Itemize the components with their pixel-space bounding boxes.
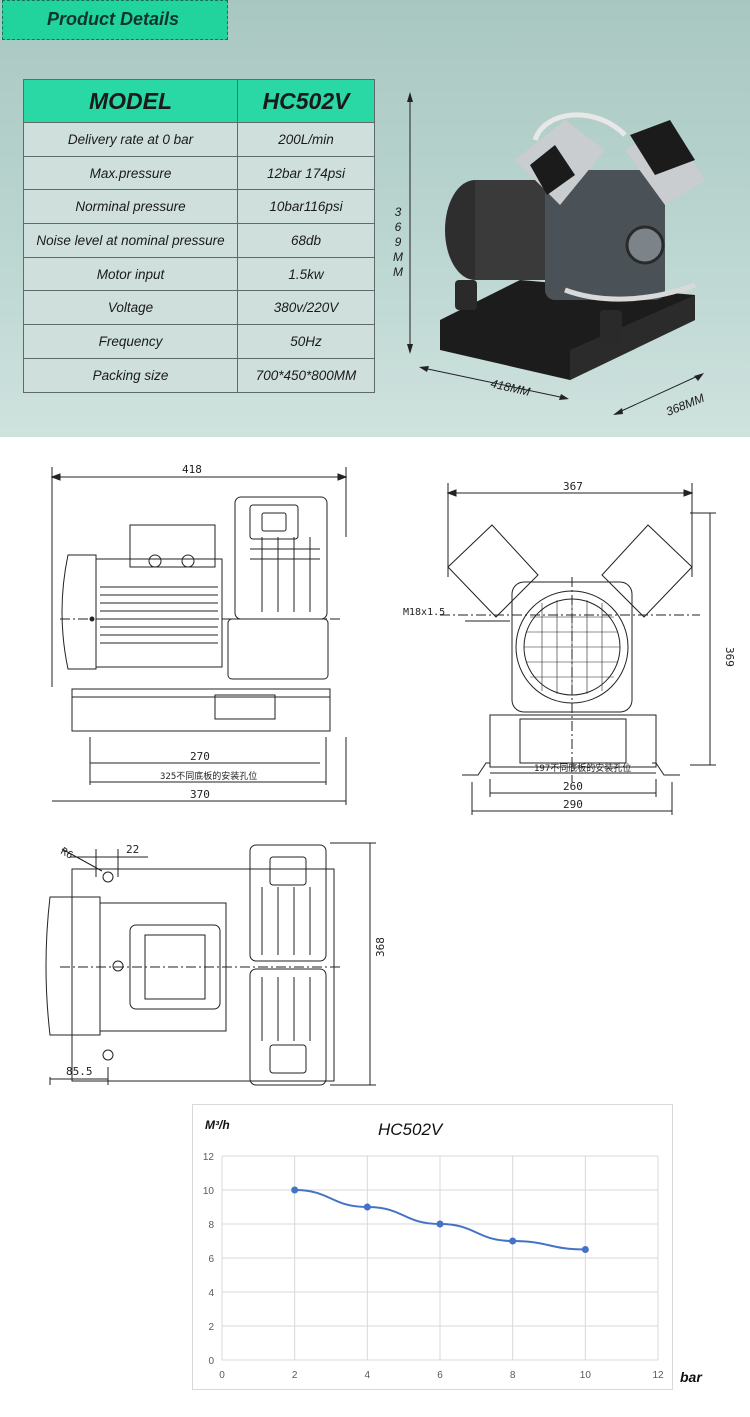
dim-front-w2: 290 <box>563 798 583 811</box>
top-view <box>45 842 376 1086</box>
spec-value: 10bar116psi <box>237 189 375 225</box>
y-tick-label: 10 <box>203 1186 215 1197</box>
spec-value: 12bar 174psi <box>237 155 375 191</box>
front-view <box>440 483 716 815</box>
x-tick-label: 10 <box>580 1370 592 1381</box>
width-label: 368MM <box>664 391 706 419</box>
x-tick-label: 12 <box>652 1370 664 1381</box>
data-point <box>581 1246 589 1253</box>
y-tick-label: 0 <box>208 1356 214 1367</box>
dim-front-w1: 260 <box>563 780 583 793</box>
spec-label: Max.pressure <box>23 155 238 191</box>
model-label: MODEL <box>23 79 238 123</box>
height-char: 6 <box>394 220 402 234</box>
dim-top-height: 368 <box>374 937 387 957</box>
height-char: 3 <box>394 205 402 219</box>
spec-value: 1.5kw <box>237 256 375 292</box>
spec-label: Packing size <box>23 357 238 393</box>
width-dim-line <box>616 374 701 414</box>
data-point <box>291 1186 299 1194</box>
data-point <box>509 1237 517 1245</box>
chart-ylabel: M³/h <box>205 1118 230 1132</box>
spec-value: 380v/220V <box>237 290 375 326</box>
model-value: HC502V <box>237 79 375 123</box>
dim-side-mount: 325不同底板的安装孔位 <box>160 770 257 782</box>
y-tick-label: 12 <box>203 1152 215 1163</box>
x-tick-label: 6 <box>437 1370 443 1381</box>
spec-label: Norminal pressure <box>23 189 238 225</box>
dim-side-inner: 270 <box>190 750 210 763</box>
height-char: M <box>393 265 403 279</box>
height-label: 3 6 9 M M <box>392 205 404 280</box>
spec-row: Norminal pressure 10bar116psi <box>23 189 375 225</box>
dim-front-thread: M18x1.5 <box>403 607 445 618</box>
dim-side-top: 418 <box>182 463 202 476</box>
product-details-header: Product Details <box>2 0 228 40</box>
data-point <box>363 1203 371 1211</box>
x-tick-label: 4 <box>365 1370 371 1381</box>
spec-row: Voltage 380v/220V <box>23 290 375 326</box>
arrow-down-icon <box>407 344 413 354</box>
length-dim-line <box>422 367 566 399</box>
spec-row: Max.pressure 12bar 174psi <box>23 155 375 191</box>
chart-frame <box>192 1104 673 1390</box>
dim-top-85: 85.5 <box>66 1065 93 1078</box>
spec-value: 200L/min <box>237 122 375 157</box>
dim-top-22: 22 <box>126 843 139 856</box>
base-plate <box>440 280 695 380</box>
spec-label: Voltage <box>23 290 238 326</box>
y-tick-label: 4 <box>208 1288 214 1299</box>
dim-front-height: 369 <box>723 647 736 667</box>
y-tick-label: 8 <box>208 1220 214 1231</box>
spec-row: Noise level at nominal pressure 68db <box>23 223 375 258</box>
spec-label: Frequency <box>23 324 238 359</box>
spec-table: MODEL HC502V Delivery rate at 0 bar 200L… <box>23 79 375 393</box>
height-char: 9 <box>394 235 402 249</box>
height-char: M <box>393 250 403 264</box>
length-label: 418MM <box>489 376 531 399</box>
spec-row: Delivery rate at 0 bar 200L/min <box>23 122 375 157</box>
arrow-up-icon <box>407 92 413 102</box>
spec-label: Delivery rate at 0 bar <box>23 122 238 157</box>
crankcase <box>545 170 665 300</box>
side-view <box>50 467 348 805</box>
spec-value: 50Hz <box>237 324 375 359</box>
dim-front-mount: 197不同底板的安装孔位 <box>534 762 631 774</box>
spec-label: Motor input <box>23 256 238 292</box>
spec-row: Packing size 700*450*800MM <box>23 357 375 393</box>
technical-drawings: 418 270 325不同底板的安装孔位 370 367 M18x1.5 369… <box>45 463 736 1086</box>
spec-header-row: MODEL HC502V <box>23 79 375 123</box>
chart-title: HC502V <box>378 1120 443 1139</box>
y-tick-label: 2 <box>208 1322 214 1333</box>
spec-value: 68db <box>237 223 375 258</box>
dim-top-r: R6 <box>59 846 75 862</box>
spec-value: 700*450*800MM <box>237 357 375 393</box>
dim-front-top: 367 <box>563 480 583 493</box>
x-tick-label: 2 <box>292 1370 298 1381</box>
spec-row: Motor input 1.5kw <box>23 256 375 292</box>
dim-side-bottom: 370 <box>190 788 210 801</box>
y-tick-label: 6 <box>208 1254 214 1265</box>
x-tick-label: 8 <box>510 1370 516 1381</box>
spec-label: Noise level at nominal pressure <box>23 223 238 258</box>
performance-chart: 0 2 4 6 8 10 12 0 2 4 6 8 10 12 <box>203 1152 664 1381</box>
compressor-photo: 418MM 368MM <box>407 92 706 419</box>
x-tick-label: 0 <box>219 1370 225 1381</box>
chart-xlabel: bar <box>680 1369 702 1385</box>
spec-row: Frequency 50Hz <box>23 324 375 359</box>
header-title: Product Details <box>47 9 180 29</box>
data-point <box>436 1220 444 1228</box>
